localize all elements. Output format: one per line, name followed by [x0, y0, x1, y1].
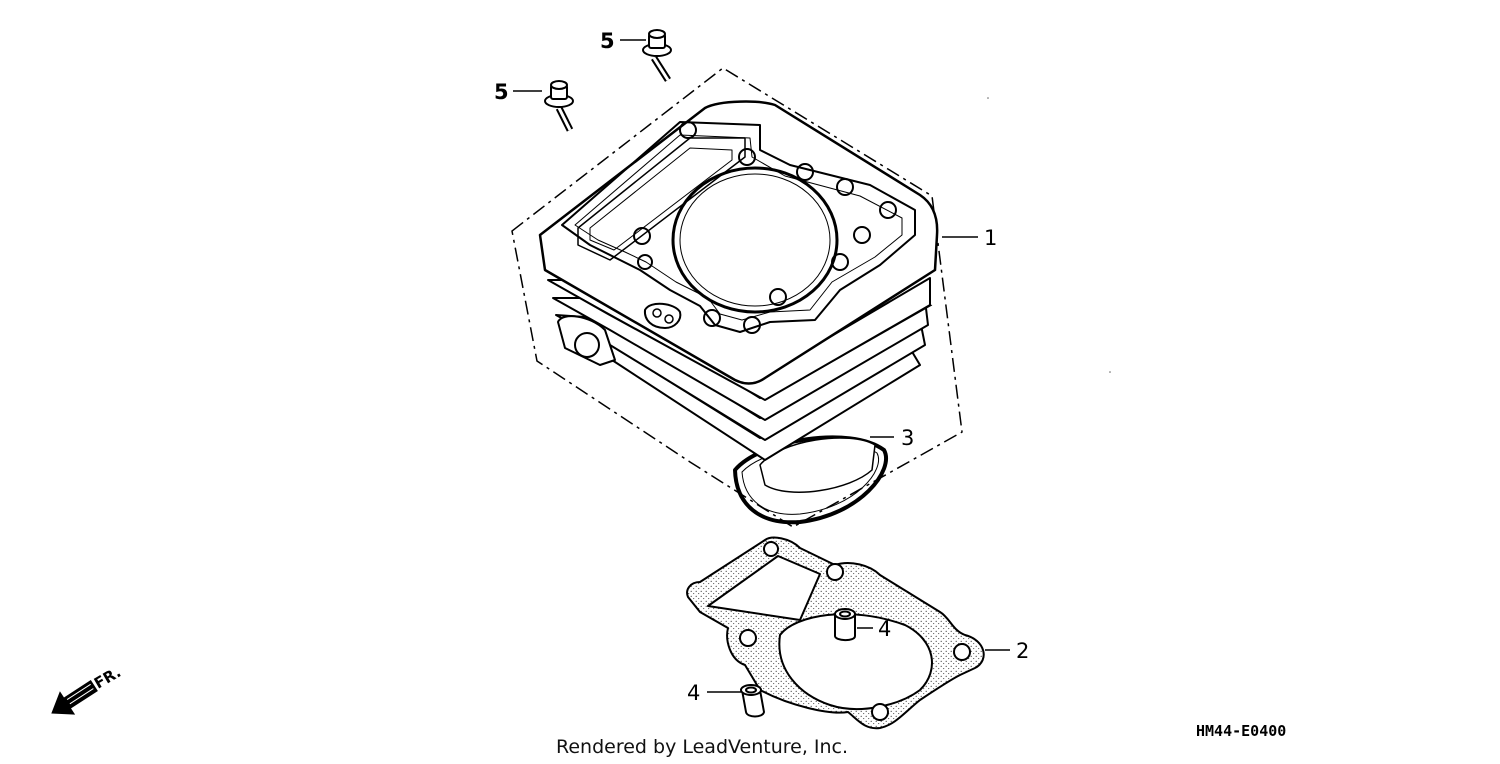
callout-cylinder: 1	[984, 226, 997, 250]
scan-speck	[1109, 371, 1111, 373]
callout-base-gasket: 2	[1016, 639, 1029, 663]
flange-bolt-left-part	[544, 80, 574, 132]
flange-bolt-upper-part	[642, 29, 672, 82]
dowel-pin-upper-part	[834, 608, 856, 642]
render-credit: Rendered by LeadVenture, Inc.	[556, 736, 848, 758]
callout-dowel-pin-upper: 4	[878, 617, 891, 641]
callout-bolt-left: 5	[494, 80, 509, 104]
front-direction-arrow-icon	[51, 680, 98, 715]
callout-dowel-pin-lower: 4	[687, 681, 700, 705]
cylinder-part	[538, 100, 939, 525]
dowel-pin-lower-part	[740, 684, 766, 718]
callout-bolt-upper: 5	[600, 29, 615, 53]
leader-lines	[513, 39, 1010, 693]
diagram-code: HM44-E0400	[1196, 722, 1286, 740]
callout-o-ring: 3	[901, 426, 914, 450]
scan-speck	[987, 97, 989, 99]
